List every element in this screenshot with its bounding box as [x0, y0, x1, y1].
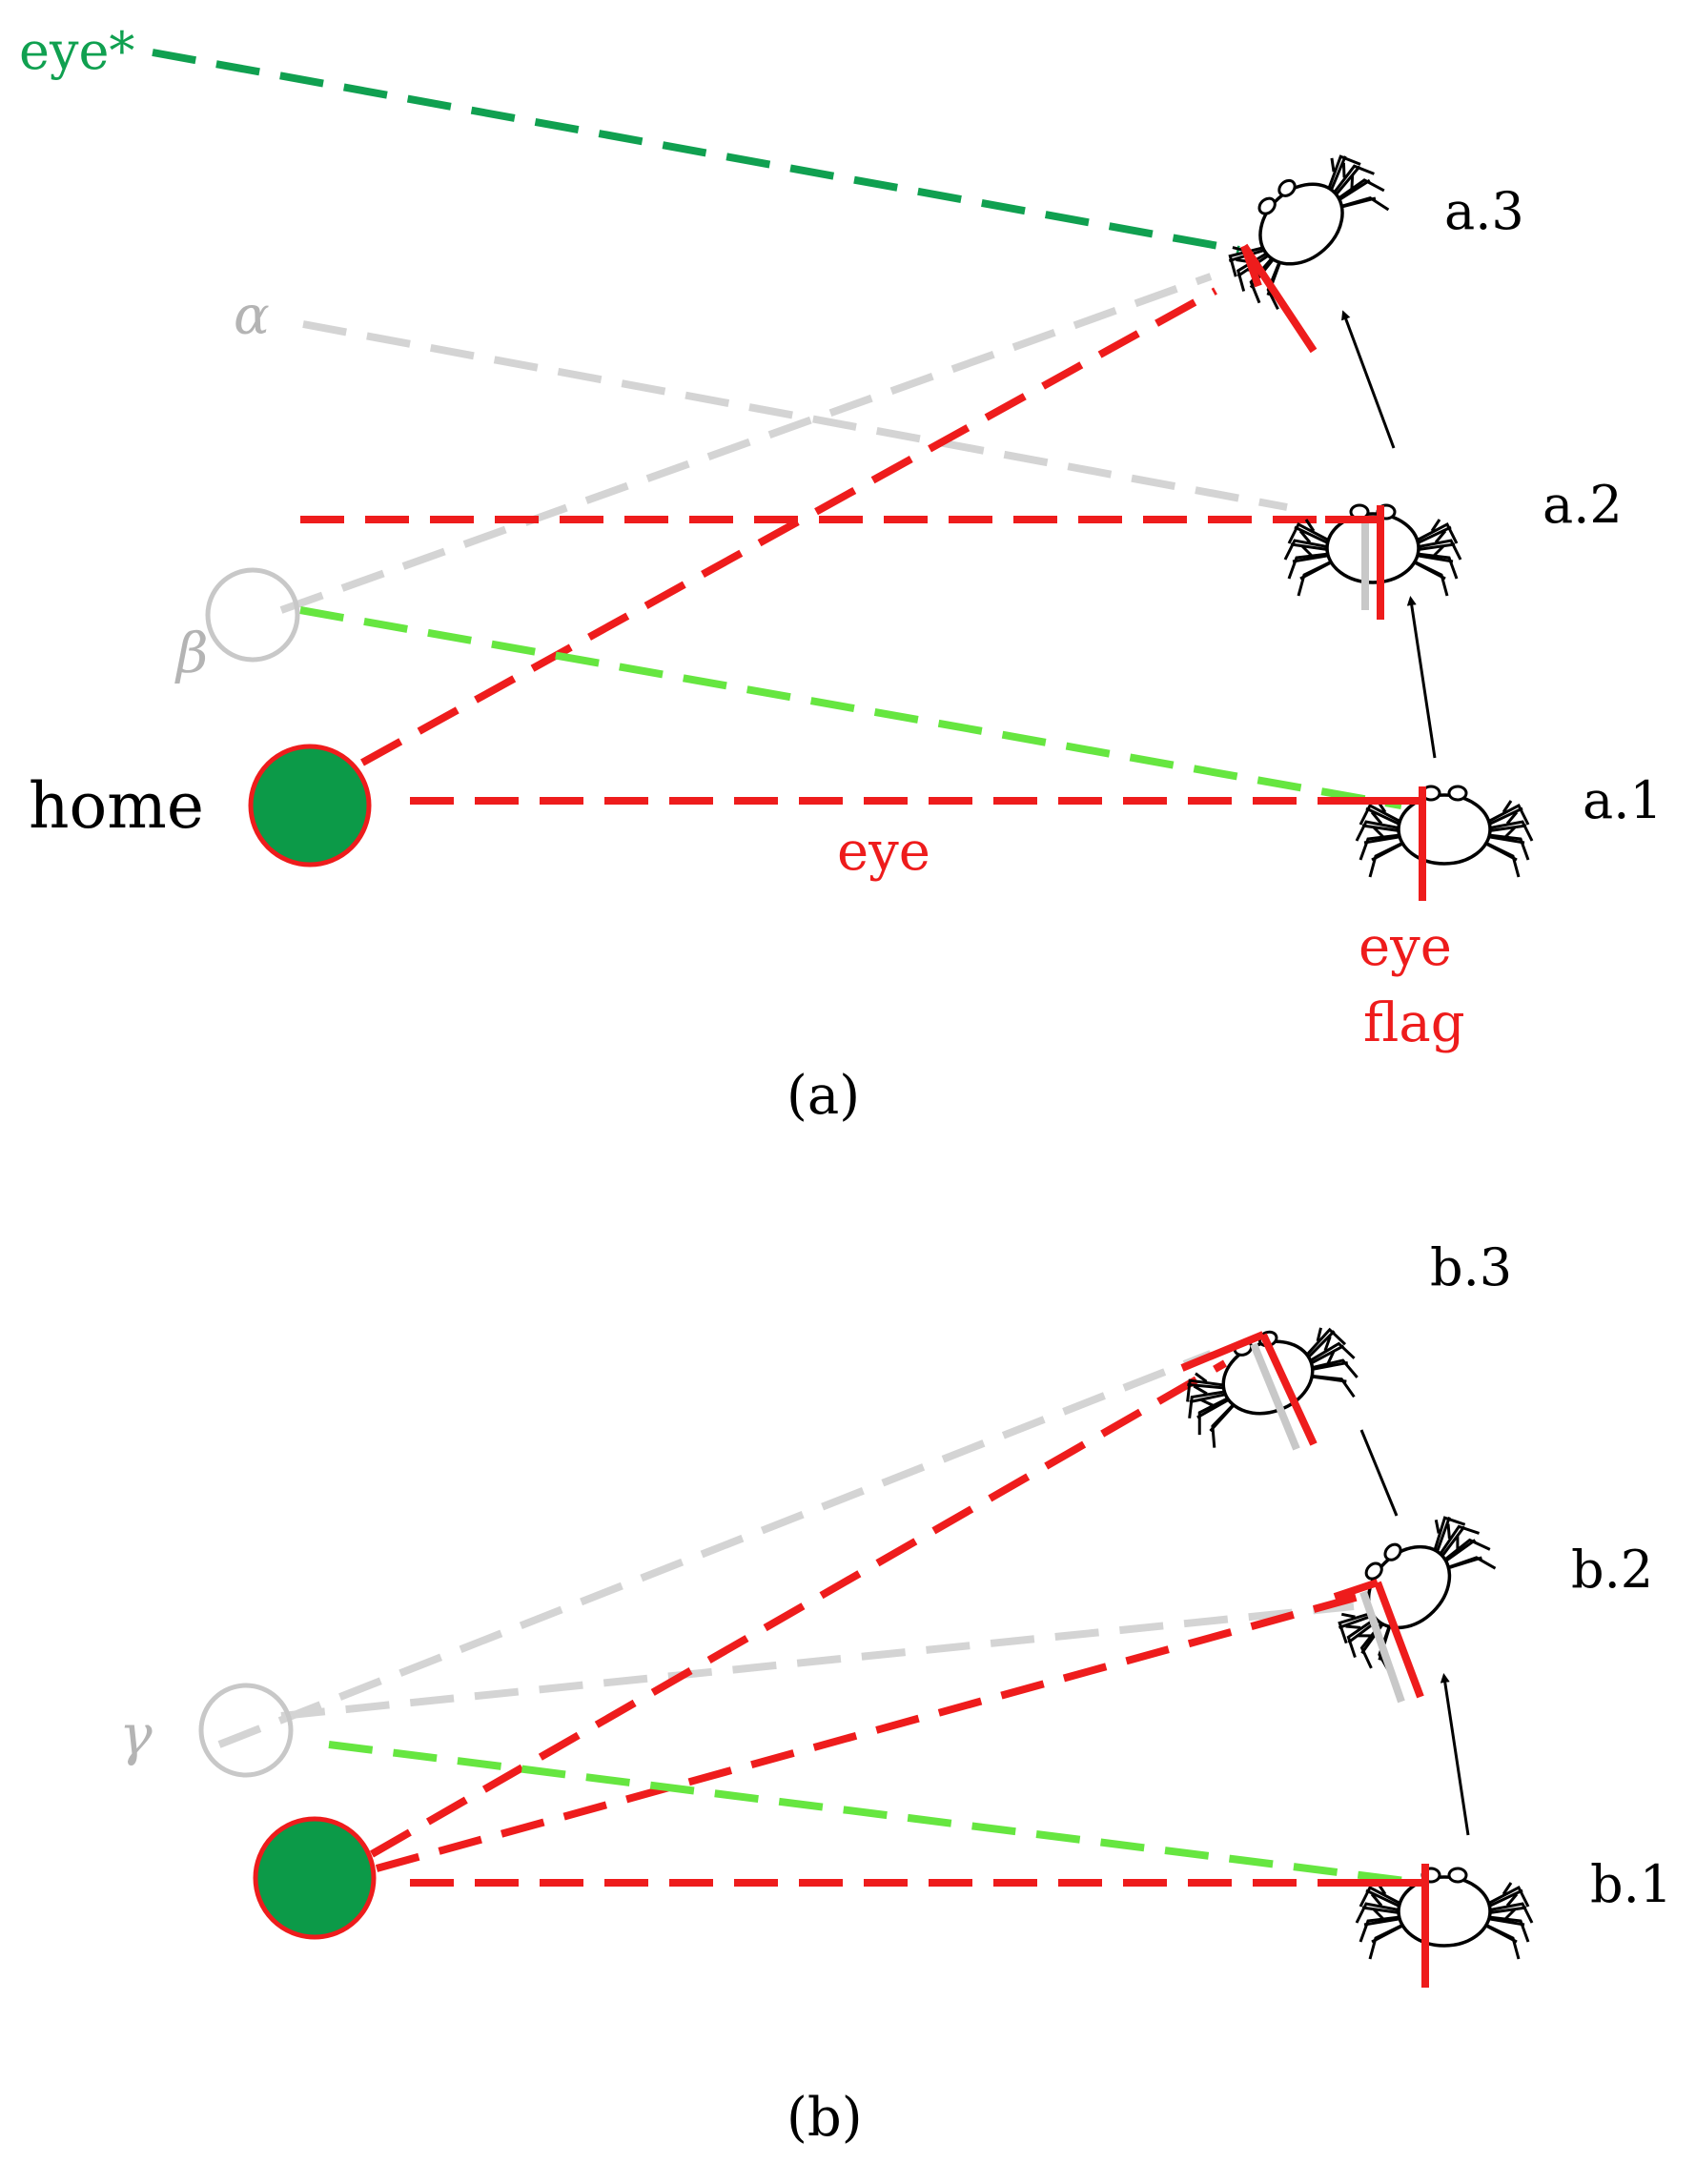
alpha-label: α — [234, 285, 270, 347]
alpha-vector — [302, 320, 1288, 511]
arrow-icon — [1341, 310, 1396, 449]
arrow-icon — [1406, 596, 1437, 759]
crab-icon — [1205, 132, 1400, 320]
crab-label-a2: a.2 — [1543, 475, 1623, 535]
panel-b-caption: (b) — [787, 2087, 863, 2149]
crab-label-b3: b.3 — [1430, 1237, 1512, 1297]
eye-flag-b3-ghost — [1250, 1342, 1300, 1451]
home-nest — [253, 1816, 377, 1940]
eye-flag-b3-bar — [1180, 1331, 1265, 1372]
home-nest — [248, 744, 372, 867]
eye-flag-b2-ghost — [1359, 1590, 1405, 1704]
eye-flag-b2-bar — [1333, 1579, 1379, 1601]
home-label: home — [29, 769, 204, 843]
crab-icon — [1315, 1493, 1507, 1685]
crab-label-a1: a.1 — [1583, 770, 1663, 830]
eye-flag-a3 — [1240, 243, 1318, 354]
home-to-a3-vector — [360, 287, 1217, 766]
beta-to-a3-vector — [279, 273, 1213, 614]
arrow-icon — [1440, 1673, 1470, 1836]
eye-flag-label-line2: flag — [1363, 992, 1465, 1054]
panel-a-caption: (a) — [787, 1065, 860, 1127]
beta-landmark-vector — [299, 606, 1402, 809]
gamma-to-b2-vector — [280, 1602, 1355, 1720]
gamma-to-b3-vector — [217, 1350, 1213, 1748]
eye-flag-label-line1: eye — [1359, 916, 1452, 978]
panel-a: β home eye* α eye eye flag a.1 a.2 — [19, 21, 1663, 1127]
crab-label-b1: b.1 — [1590, 1854, 1672, 1914]
panel-b: γ b.1 b.2 b.3 (b) — [119, 1237, 1672, 2149]
home-to-b3-vector — [370, 1359, 1227, 1858]
eye-star-vector — [152, 49, 1240, 254]
gamma-landmark-vector — [328, 1741, 1421, 1887]
beta-landmark — [205, 567, 300, 663]
crab-label-b2: b.2 — [1571, 1540, 1653, 1600]
eye-label: eye — [837, 821, 930, 883]
gamma-label: γ — [119, 1703, 153, 1767]
eye-flag-b2 — [1374, 1581, 1424, 1699]
home-to-b2-vector — [375, 1593, 1360, 1872]
crab-label-a3: a.3 — [1444, 181, 1524, 241]
eye-flag-b3 — [1259, 1333, 1318, 1446]
beta-label: β — [174, 621, 209, 685]
arrow-icon — [1359, 1429, 1399, 1517]
eye-star-label: eye* — [19, 21, 134, 81]
gamma-landmark — [198, 1683, 294, 1778]
eye-flag-a3-bar — [1240, 244, 1262, 288]
